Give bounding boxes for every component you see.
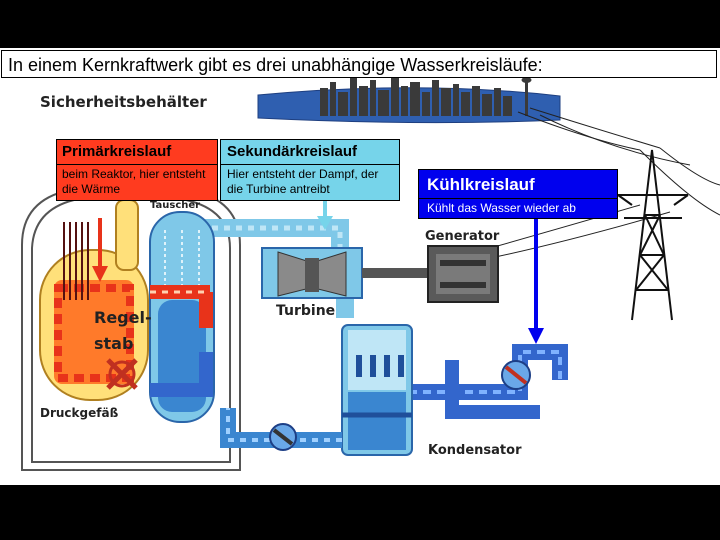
generator-label: Generator [425,229,500,244]
heat-exchanger-label: Tauscher [150,200,201,211]
primary-circuit-title: Primärkreislauf [56,139,218,165]
city-skyline [257,70,561,124]
reactor-vessel [39,222,149,401]
control-rod-label-line2: stab [94,334,134,353]
slide-title: In einem Kernkraftwerk gibt es drei unab… [1,50,717,78]
power-pylon [617,149,689,321]
pressure-vessel-label: Druckgefäß [40,406,119,420]
turbine [261,247,428,299]
primary-circuit-description: beim Reaktor, hier entsteht die Wärme [56,165,218,201]
control-rod-label: Regel- stab [94,305,152,357]
condenser-label: Kondensator [428,443,522,458]
pointer-arrows [92,200,544,344]
secondary-circuit-title: Sekundärkreislauf [220,139,400,165]
power-plant-diagram [21,70,720,471]
control-rod-label-line1: Regel- [94,308,152,327]
cooling-circuit-description: Kühlt das Wasser wieder ab [418,199,618,219]
generator [427,245,499,303]
containment-label: Sicherheitsbehälter [40,93,207,111]
turbine-label: Turbine [276,303,336,319]
cooling-loop [395,344,568,419]
cooling-circuit-title: Kühlkreislauf [418,169,618,199]
pressurizer [115,199,139,271]
secondary-circuit-description: Hier entsteht der Dampf, der die Turbine… [220,165,400,201]
condenser [341,324,413,456]
slide-canvas [0,48,720,485]
